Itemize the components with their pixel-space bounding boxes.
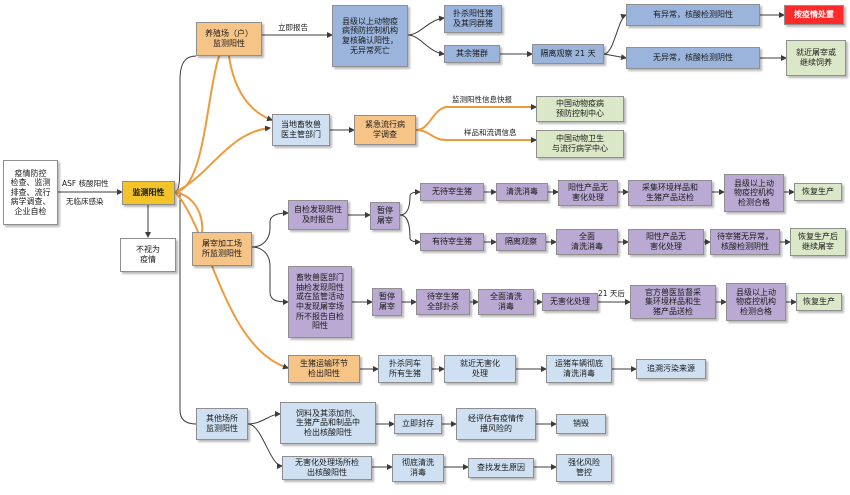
- other-sites-box: 其他场所 监测阳性: [196, 408, 248, 440]
- after-21-days-label: 21 天后: [598, 289, 625, 298]
- truck-clean-box: 运猪车辆彻底 清洗消毒: [546, 355, 612, 383]
- cull-all-pigs-box: 待宰生猪 全部扑杀: [416, 289, 470, 315]
- cadc-box: 中国动物疫病 预防控制中心: [536, 96, 624, 122]
- pigs-waiting-box: 有待宰生猪: [420, 233, 484, 251]
- county-qualified-box-2: 县级以上动 物疫控机构 检测合格: [726, 283, 786, 321]
- nearby-harmless-box: 就近无害化 处理: [444, 355, 516, 383]
- transport-positive-box: 生猪运输环节 检出阳性: [288, 355, 360, 383]
- caeh-box: 中国动物卫生 与流行病学中心: [536, 130, 624, 158]
- cull-positive-pigs-box: 扑杀阳性猪 及其同群猪: [444, 5, 502, 33]
- report-now-label: 立即报告: [278, 23, 308, 32]
- farm-positive-box: 养殖场（户） 监测阳性: [196, 22, 262, 56]
- sample-info-label: 样品和流调信息: [464, 128, 517, 137]
- halt-slaughter-box-2: 暂停 屠宰: [372, 288, 402, 316]
- county-lab-confirm-box: 县级以上动物疫 病预防控制机构 复核确认阳性， 无异常死亡: [332, 5, 408, 67]
- resume-production-box-1: 恢复生产: [794, 183, 842, 201]
- isolate-observe-box: 隔离观察: [496, 233, 546, 251]
- vet-inspection-box: 畜牧兽医部门 抽检发现阳性 或在监管活动 中发现屠宰场 所不报告自检 阳性: [288, 266, 352, 338]
- resume-production-box-3: 恢复生产: [796, 293, 842, 311]
- clean-disinfect-box-1: 清洗消毒: [496, 183, 548, 201]
- strengthen-control-box: 强化风险 管控: [556, 454, 612, 482]
- full-clean-box-1: 全面 清洗消毒: [556, 229, 618, 255]
- vet-department-box: 当地畜牧兽 医主管部门: [272, 114, 330, 146]
- normal-negative-box: 无异常，核酸检测阴性: [626, 47, 760, 69]
- asf-positive-label: ASF 核酸阳性: [62, 179, 109, 188]
- surveillance-sources-box: 疫情防控 检查、监测 排查、流行 病学调查、 企业自检: [3, 160, 58, 225]
- full-clean-box-2: 全面清洗 消毒: [478, 289, 534, 315]
- thorough-clean-box: 彻底清洗 消毒: [392, 454, 444, 482]
- abnormal-positive-box: 有异常，核酸检测阳性: [626, 4, 760, 26]
- sample-environment-box: 采集环境样品和 生猪产品送检: [628, 180, 712, 206]
- cull-same-vehicle-box: 扑杀同车 所有生猪: [378, 355, 432, 383]
- risk-assessment-box: 经评估有疫情传 播风险的: [456, 408, 536, 440]
- slaughterhouse-positive-box: 屠宰加工场 所监测阳性: [192, 232, 252, 266]
- resume-production-box-2: 恢复生产后 继续屠宰: [790, 228, 846, 256]
- no-pigs-waiting-box: 无待宰生猪: [420, 183, 484, 201]
- remaining-herd-box: 其余猪群: [444, 45, 500, 63]
- epidemiological-survey-box: 紧急流行病 学调查: [354, 115, 416, 145]
- harmless-treatment-box-3: 无害化处理: [542, 293, 598, 311]
- harmless-treatment-box-2: 阳性产品无 害化处理: [628, 229, 704, 255]
- county-qualified-box-1: 县级以上动 物疫控机构 检测合格: [724, 174, 784, 212]
- isolate-21-days-box: 隔离观察 21 天: [532, 44, 604, 64]
- no-clinical-label: 无临床感染: [66, 197, 104, 206]
- self-report-box: 自检发现阳性 及时报告: [288, 200, 348, 230]
- seal-immediately-box: 立即封存: [394, 414, 442, 434]
- pigs-normal-negative-box: 待宰猪无异常， 核酸检测阴性: [710, 229, 780, 255]
- outbreak-handling-box: 按疫情处置: [784, 5, 844, 25]
- harmless-treatment-box-1: 阳性产品无 害化处理: [558, 180, 618, 206]
- info-report-label: 监测阳性信息快报: [452, 95, 512, 104]
- find-cause-box: 查找发生原因: [468, 458, 534, 478]
- destroy-box: 销毁: [556, 414, 606, 434]
- not-outbreak-box: 不视为 疫情: [120, 238, 176, 272]
- trace-source-box: 追溯污染来源: [636, 359, 706, 379]
- halt-slaughter-box-1: 暂停 屠宰: [370, 202, 400, 230]
- harmless-site-box: 无害化处理场所检 出核酸阳性: [282, 456, 372, 480]
- official-sample-box: 官方兽医监督采 集环境样品和生 猪产品送检: [630, 285, 716, 319]
- resume-farming-box: 就近屠宰或 继续饲养: [786, 40, 846, 76]
- detected-positive-box: 监测阳性: [122, 181, 175, 205]
- feed-detection-box: 饲料及其添加剂、 生猪产品和制品中 检出核酸阳性: [280, 402, 376, 444]
